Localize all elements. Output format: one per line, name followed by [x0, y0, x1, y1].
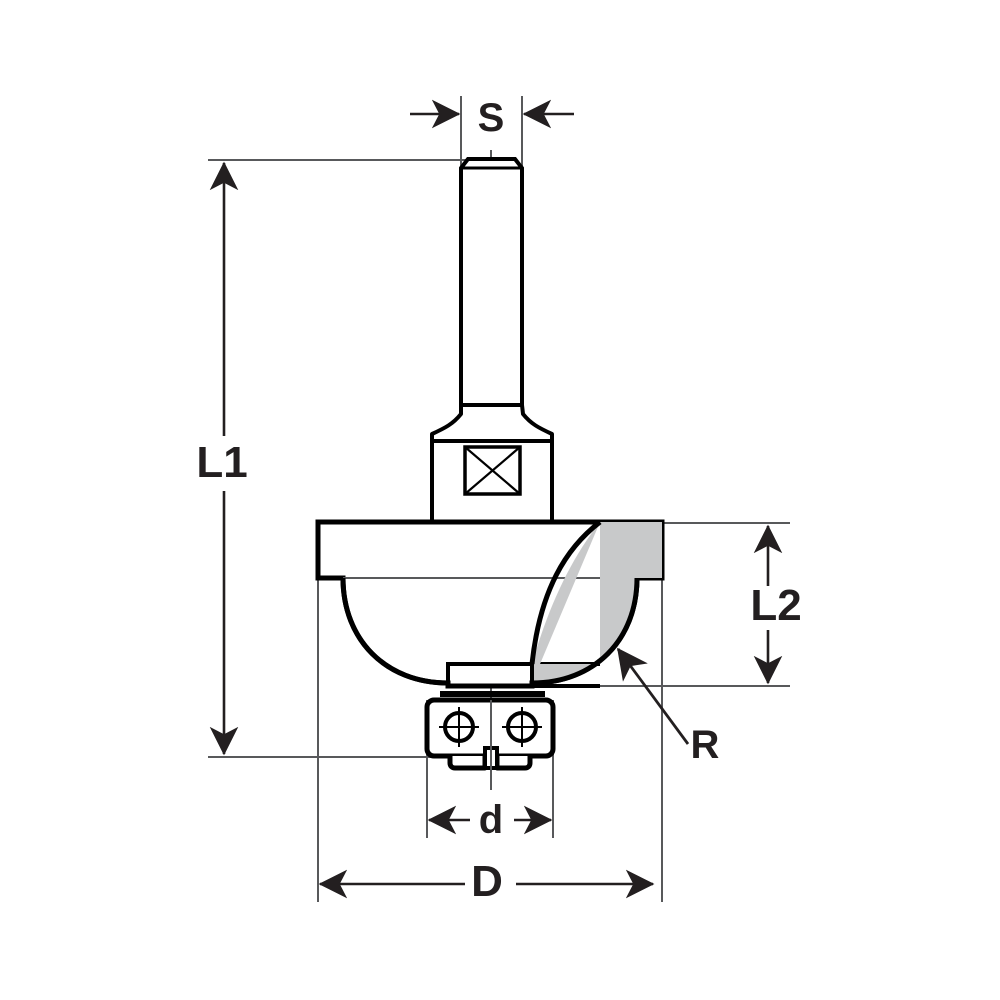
dimension-label-l1: L1: [196, 438, 248, 487]
shank-neck: [430, 403, 554, 443]
dimension-label-d-small: d: [478, 798, 504, 842]
cove-arc-right: [531, 577, 640, 686]
cutting-profile-shading-inner: [532, 522, 600, 683]
cutting-profile-shading: [532, 522, 662, 683]
extension-lines: [208, 96, 790, 902]
cutter-bottom-ledge-left: [446, 662, 600, 683]
dimension-label-l2: L2: [750, 581, 802, 630]
cove-face-curve: [529, 520, 602, 665]
dimension-label-s: S: [477, 96, 505, 140]
bearing-screw-left-half: [447, 756, 488, 771]
dimension-label-d-large: D: [471, 857, 503, 906]
bearing-screw-right-half: [494, 756, 533, 771]
dimension-leader-r: [616, 647, 690, 745]
cove-arc-left: [340, 577, 449, 686]
square-section-diagonal-b: [464, 446, 521, 495]
dimension-label-r: R: [690, 723, 720, 767]
shank: [459, 157, 524, 407]
